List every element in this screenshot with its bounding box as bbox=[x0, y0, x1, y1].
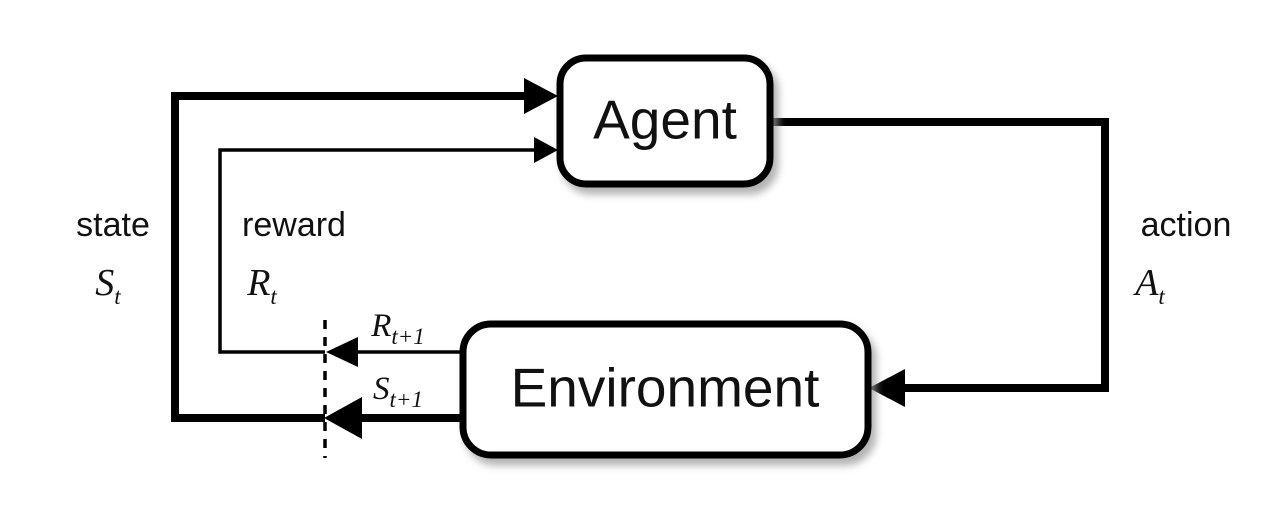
agent-node[interactable]: Agent bbox=[556, 54, 774, 188]
state-next-label: St+1 bbox=[373, 371, 423, 412]
environment-node[interactable]: Environment bbox=[459, 320, 872, 459]
environment-label: Environment bbox=[511, 357, 820, 419]
state-flow-path bbox=[171, 78, 558, 422]
environment-box[interactable] bbox=[459, 320, 872, 459]
action-word-label: action bbox=[1141, 206, 1232, 244]
reward-next-arrowhead bbox=[326, 337, 358, 367]
state-next-arrowhead bbox=[324, 397, 362, 439]
action-symbol-label: At bbox=[1132, 262, 1165, 309]
state-next-flow-path bbox=[324, 397, 463, 439]
action-signal-label: action At bbox=[1132, 206, 1231, 309]
reward-word-label: reward bbox=[242, 206, 346, 244]
reward-arrowhead bbox=[534, 137, 558, 163]
agent-label: Agent bbox=[593, 89, 737, 151]
reward-next-flow-path bbox=[326, 337, 463, 367]
state-symbol-label: St bbox=[95, 262, 121, 309]
reward-symbol-label: Rt bbox=[246, 262, 277, 309]
state-word-label: state bbox=[76, 206, 150, 244]
reward-next-label: Rt+1 bbox=[370, 308, 425, 349]
reward-signal-label: reward Rt bbox=[242, 206, 346, 309]
agent-box[interactable] bbox=[556, 54, 774, 188]
state-signal-label: state St bbox=[76, 206, 150, 309]
state-arrowhead bbox=[524, 78, 558, 114]
reward-flow-path bbox=[218, 137, 558, 354]
action-arrowhead bbox=[869, 369, 905, 407]
action-flow-path bbox=[770, 118, 1109, 407]
